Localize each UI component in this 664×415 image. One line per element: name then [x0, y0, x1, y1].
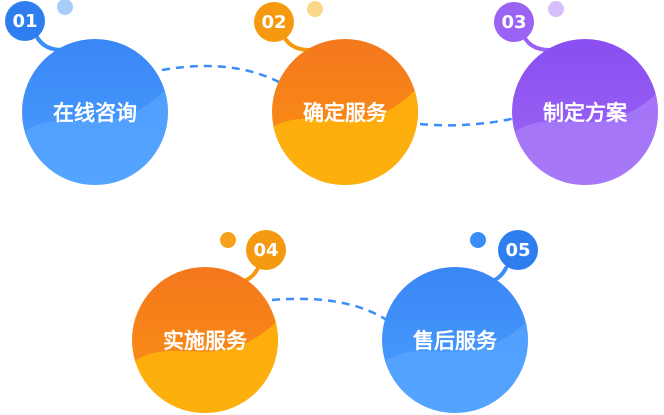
- connector-4-5: [271, 297, 391, 324]
- step-5-badge: [498, 230, 538, 270]
- step-4-node: 04 实施服务: [132, 230, 286, 413]
- step-4-badge: [246, 230, 286, 270]
- step-4-decor-dot: [220, 232, 236, 248]
- step-1-label: 在线咨询: [53, 101, 137, 125]
- step-5-node: 05 售后服务: [382, 230, 538, 413]
- step-5-decor-dot: [470, 232, 486, 248]
- step-2-node: 02 确定服务: [254, 1, 418, 185]
- step-3-badge: [494, 2, 534, 42]
- step-4-wave: [132, 318, 278, 413]
- connector-1-2: [161, 64, 291, 90]
- step-4-label: 实施服务: [163, 329, 248, 353]
- step-2-number: 02: [261, 12, 286, 33]
- step-4-number: 04: [253, 240, 278, 261]
- step-2-badge: [254, 2, 294, 42]
- step-5-label: 售后服务: [413, 329, 498, 353]
- step-3-decor-dot: [548, 1, 564, 17]
- step-2-wave: [272, 85, 418, 185]
- step-5-number: 05: [505, 240, 530, 261]
- step-3-node: 03 制定方案: [494, 1, 658, 185]
- step-1-number: 01: [12, 11, 37, 32]
- step-1-decor-dot: [57, 0, 73, 15]
- step-3-label: 制定方案: [543, 101, 628, 125]
- step-2-label: 确定服务: [303, 101, 388, 125]
- step-1-node: 01 在线咨询: [5, 0, 168, 185]
- step-3-number: 03: [501, 12, 526, 33]
- step-1-wave: [22, 85, 168, 185]
- step-3-wave: [512, 90, 658, 185]
- step-1-badge: [5, 1, 45, 41]
- step-2-decor-dot: [307, 1, 323, 17]
- step-5-wave: [382, 318, 528, 413]
- connector-2-3: [419, 116, 516, 127]
